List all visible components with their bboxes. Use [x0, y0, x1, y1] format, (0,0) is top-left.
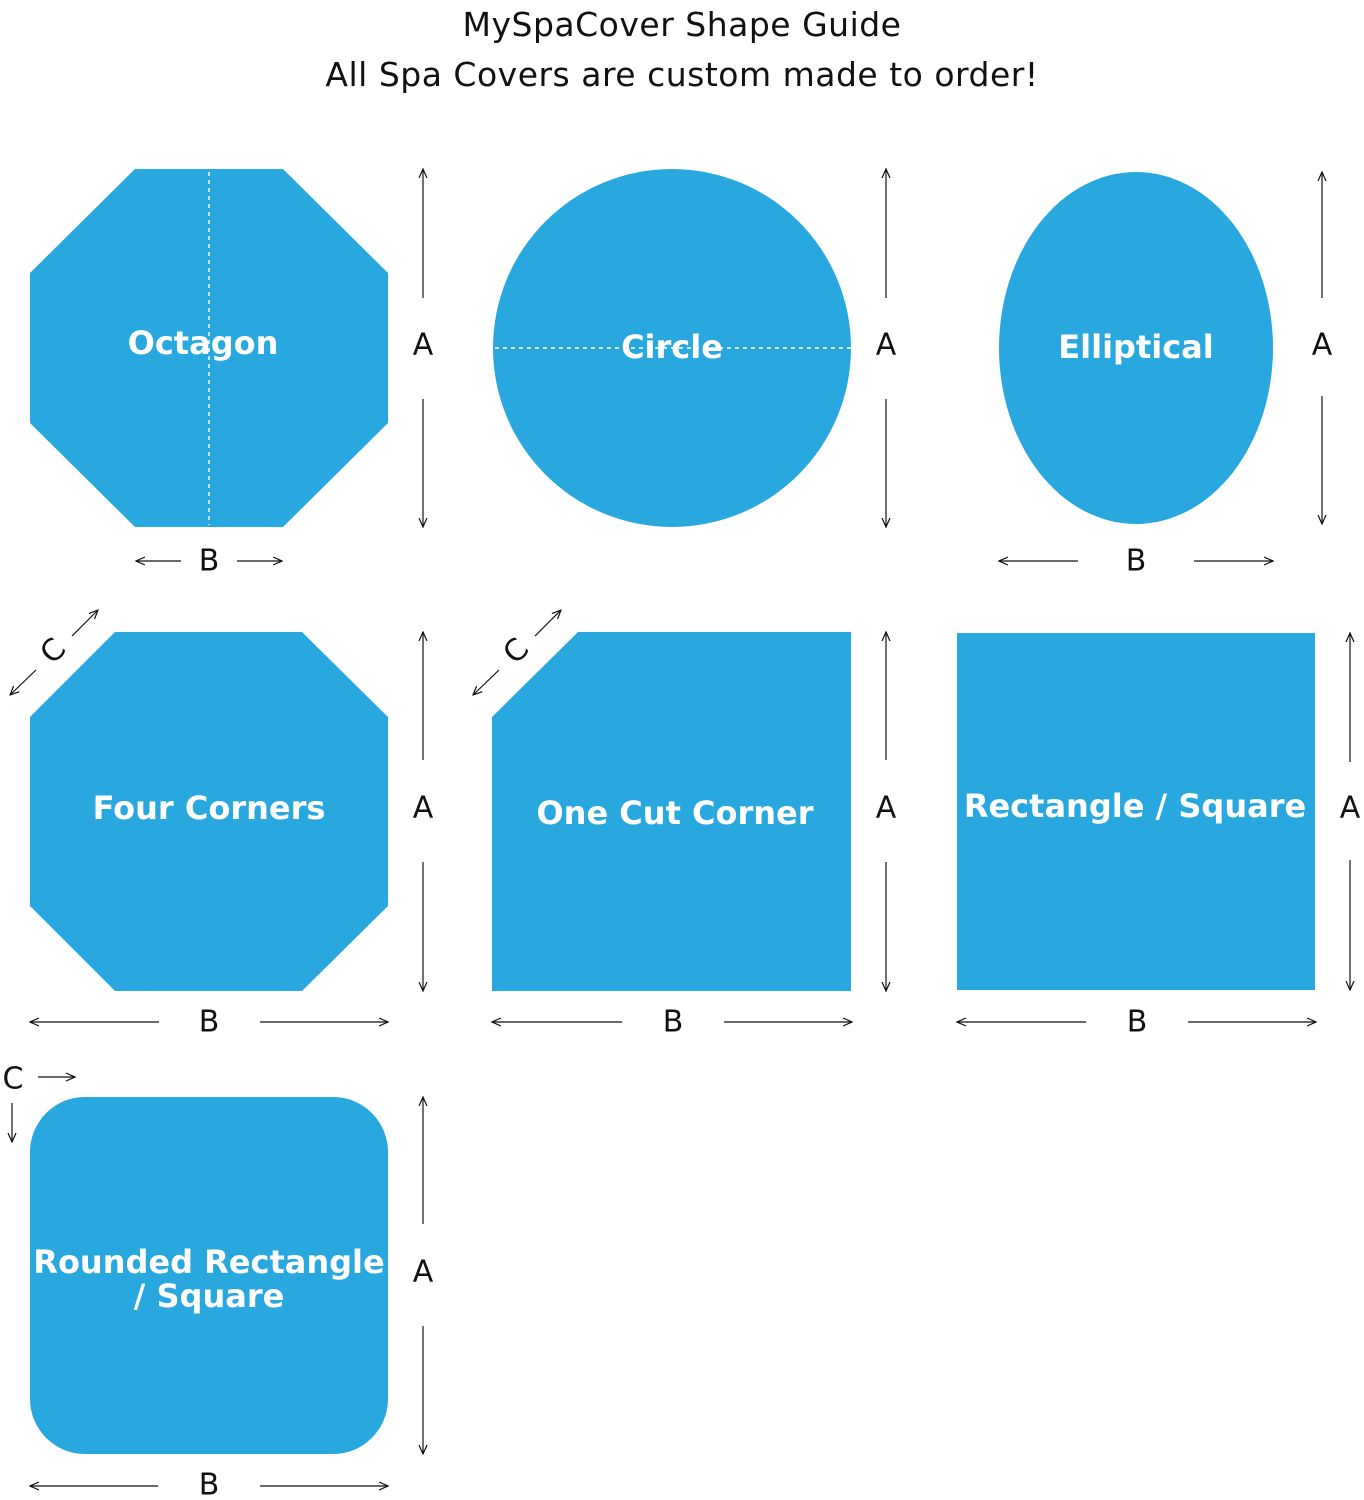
page-title: MySpaCover Shape Guide [462, 5, 902, 44]
rounded-rectangle-square-label-line1: Rounded Rectangle [33, 1243, 384, 1281]
one-cut-corner-shape [492, 632, 851, 991]
four-corners-c-arrow-down [10, 669, 37, 695]
rounded-rectangle-square-label-line2: / Square [134, 1277, 285, 1315]
rounded-rectangle-square-shape-group: Rounded Rectangle / Square C A B [3, 1062, 434, 1500]
page-header: MySpaCover Shape Guide All Spa Covers ar… [0, 0, 1364, 100]
circle-a-label: A [876, 328, 897, 363]
one-cut-corner-b-label: B [663, 1005, 684, 1040]
rounded-rectangle-square-shape [30, 1097, 388, 1454]
rounded-rectangle-square-a-label: A [413, 1255, 434, 1290]
circle-shape-group: Circle A [493, 169, 897, 527]
page-subtitle: All Spa Covers are custom made to order! [325, 55, 1039, 94]
elliptical-b-label: B [1126, 544, 1147, 579]
elliptical-shape [999, 172, 1273, 524]
four-corners-c-arrow-up [71, 610, 98, 637]
octagon-a-label: A [413, 328, 434, 363]
four-corners-shape-group: Four Corners C A B [10, 610, 434, 1040]
octagon-label: Octagon [128, 324, 279, 362]
rectangle-square-b-label: B [1127, 1005, 1148, 1040]
one-cut-corner-c-label: C [497, 632, 537, 672]
circle-label: Circle [621, 328, 723, 366]
rectangle-square-shape-group: Rectangle / Square A B [957, 633, 1361, 1040]
one-cut-corner-a-label: A [876, 791, 897, 826]
four-corners-c-label: C [34, 632, 74, 672]
four-corners-b-label: B [199, 1005, 220, 1040]
rounded-rectangle-square-c-label: C [3, 1062, 24, 1097]
octagon-shape-group: Octagon A B [30, 169, 434, 579]
elliptical-label: Elliptical [1058, 328, 1213, 366]
one-cut-corner-c-arrow-down [473, 669, 500, 695]
one-cut-corner-c-arrow-up [534, 610, 561, 637]
one-cut-corner-shape-group: One Cut Corner C A B [473, 610, 897, 1040]
rectangle-square-a-label: A [1340, 791, 1361, 826]
rounded-rectangle-square-b-label: B [199, 1468, 220, 1500]
octagon-b-label: B [199, 544, 220, 579]
elliptical-a-label: A [1312, 328, 1333, 363]
one-cut-corner-label: One Cut Corner [536, 794, 813, 832]
elliptical-shape-group: Elliptical A B [999, 172, 1333, 579]
four-corners-label: Four Corners [93, 789, 326, 827]
rectangle-square-shape [957, 633, 1315, 990]
rectangle-square-label: Rectangle / Square [964, 787, 1306, 825]
four-corners-a-label: A [413, 791, 434, 826]
four-corners-shape [30, 632, 388, 991]
